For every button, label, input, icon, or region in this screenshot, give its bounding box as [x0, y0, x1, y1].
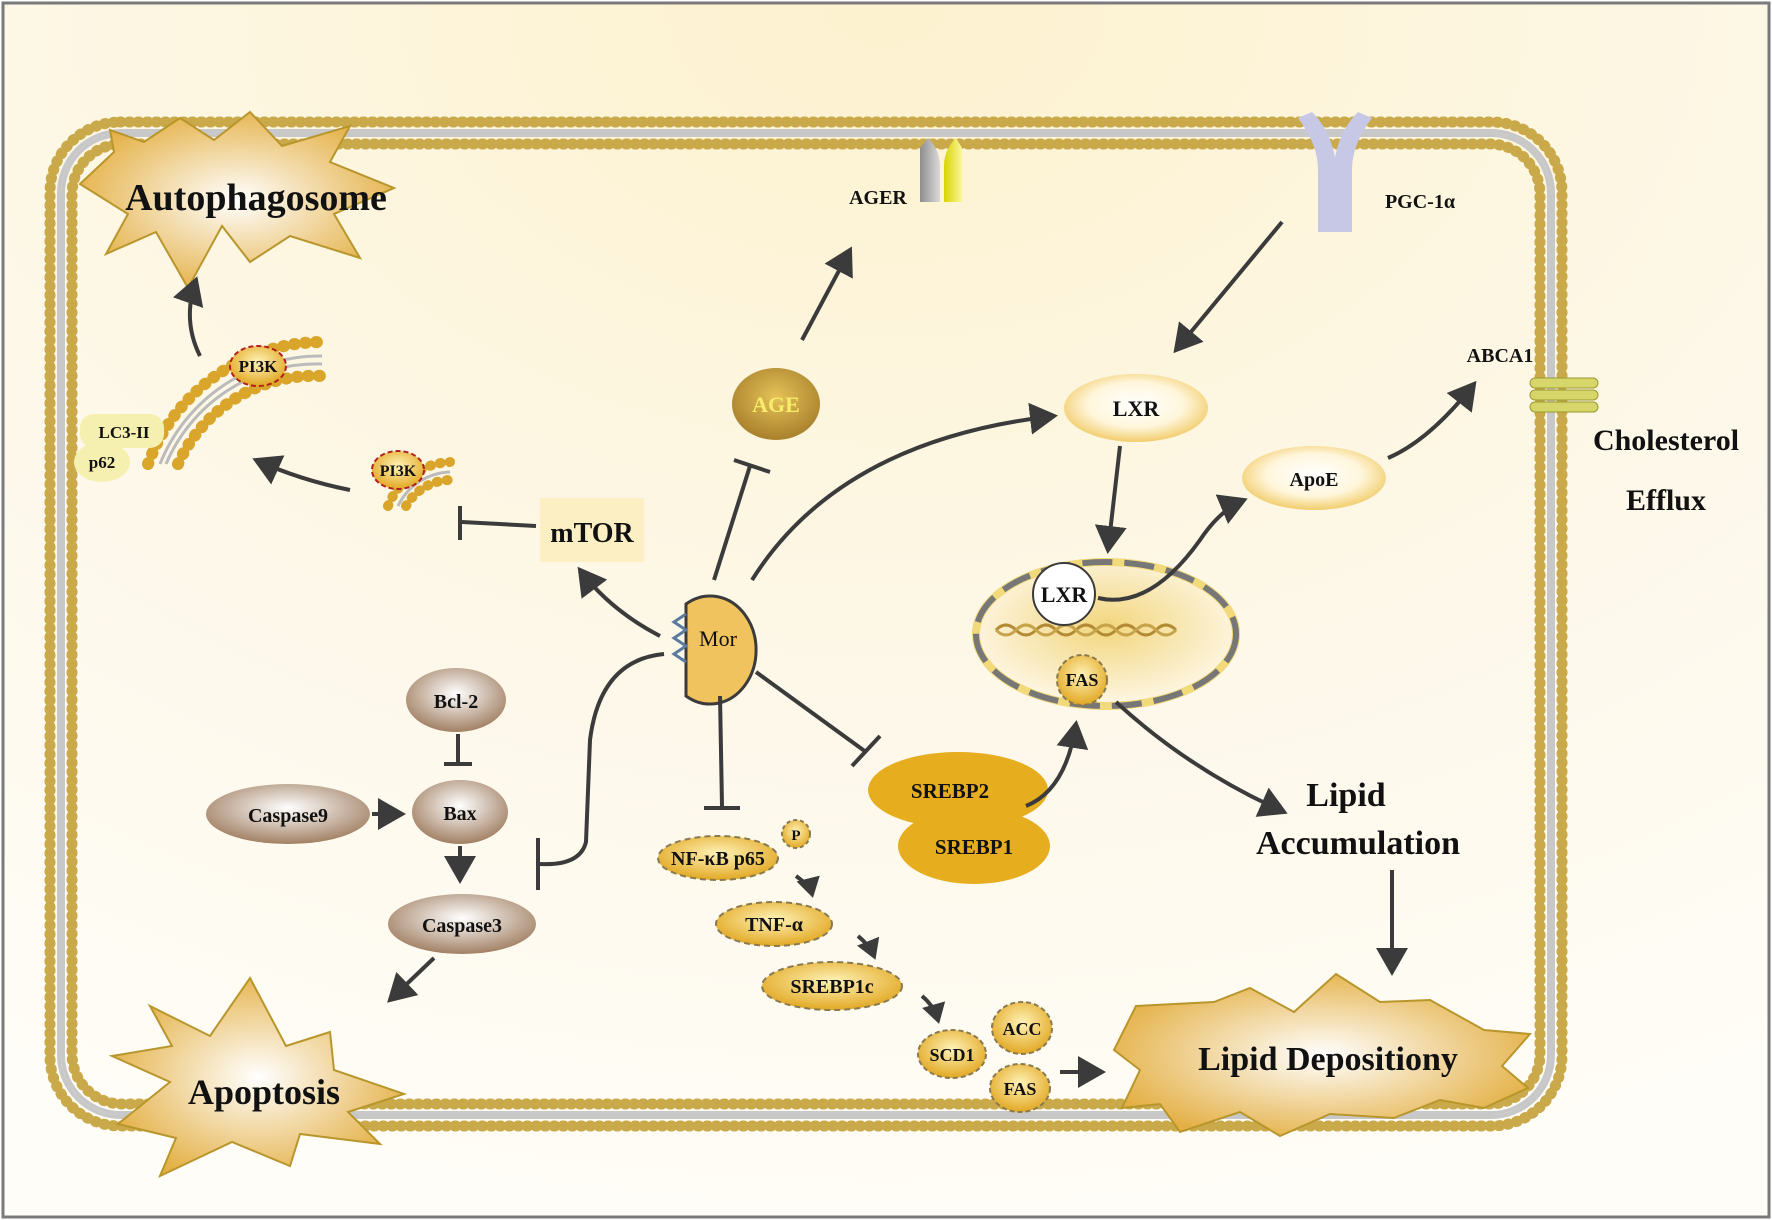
fas-bottom-label: FAS [1004, 1079, 1037, 1099]
arrow-lxr-nucleus [1094, 445, 1127, 554]
bax-label: Bax [443, 803, 476, 825]
scd1-node: SCD1 [917, 1029, 987, 1079]
arrow-apoe-abca1 [1387, 380, 1477, 460]
bcl2-node: Bcl-2 [406, 668, 506, 732]
caspase3-node: Caspase3 [388, 894, 536, 954]
pi3k-2-node: PI3K [371, 450, 425, 490]
p62-label: p62 [89, 453, 115, 472]
mtor-label: mTOR [550, 518, 634, 549]
cell-membrane [44, 116, 1568, 1132]
inhibit-mor-age-bar [733, 458, 771, 474]
lipid-depository-label: Lipid Depositiony [1198, 1041, 1458, 1078]
age-node: AGE [732, 368, 820, 440]
apoptosis-label: Apoptosis [188, 1072, 340, 1112]
arrow-mor-mtor [577, 566, 661, 638]
arrow-membrane [252, 455, 351, 492]
pi3k-1-label: PI3K [239, 357, 279, 376]
arrow-srebp1c-scd1 [920, 994, 946, 1024]
age-label: AGE [752, 392, 800, 417]
scd1-label: SCD1 [929, 1045, 974, 1065]
autophagosome-label: Autophagosome [125, 177, 387, 219]
inhibit-mor-srebp-bar [850, 734, 882, 768]
caspase9-label: Caspase9 [248, 805, 328, 827]
tnfa-label: TNF-α [745, 914, 803, 936]
fas-bottom-node: FAS [989, 1063, 1051, 1113]
arrow-autophagosome [172, 276, 204, 357]
srebp1c-label: SREBP1c [790, 976, 873, 998]
inhibit-mor-nfkb [718, 695, 724, 807]
lc3-node: LC3-II [80, 414, 164, 448]
ager-label: AGER [849, 187, 907, 209]
arrow-caspase3-apoptosis [387, 956, 436, 1003]
srebp2-label: SREBP2 [911, 779, 989, 803]
mor-label: Mor [699, 626, 738, 651]
cholesterol-efflux-label-1: Cholesterol [1593, 424, 1739, 457]
arrow-nfkb-tnfa [794, 874, 820, 898]
apoptosis-shape: Apoptosis [108, 976, 408, 1179]
pi3k-2-label: PI3K [380, 463, 417, 480]
lipid-accumulation-label-1: Lipid [1306, 777, 1385, 814]
connectors [172, 220, 1477, 1088]
caspase3-label: Caspase3 [422, 915, 502, 937]
srebp2-node: SREBP2 [868, 752, 1048, 828]
autophagosome-shape: Autophagosome [78, 110, 397, 291]
lxr-nucleus-node: LXR [1032, 562, 1096, 626]
srebp1c-node: SREBP1c [761, 961, 903, 1011]
inhibit-mor-age [712, 465, 752, 581]
abca1-transporter: ABCA1 [1467, 345, 1599, 413]
acc-label: ACC [1003, 1019, 1042, 1039]
tnfa-node: TNF-α [715, 901, 833, 947]
apoe-node: ApoE [1242, 446, 1386, 510]
nfkb-node: NF-κB p65 [657, 835, 779, 881]
lxr-label: LXR [1113, 396, 1161, 421]
inhibit-mor-srebp [754, 670, 868, 754]
acc-node: ACC [991, 1001, 1053, 1055]
pi3k-1-node: PI3K [229, 345, 287, 387]
lipid-depository-shape: Lipid Depositiony [1112, 972, 1533, 1138]
apoe-label: ApoE [1290, 469, 1339, 491]
pgc1a-label: PGC-1α [1385, 191, 1455, 213]
bcl2-label: Bcl-2 [434, 691, 478, 713]
lipid-accumulation-label-2: Accumulation [1256, 825, 1460, 862]
srebp1-node: SREBP1 [898, 808, 1050, 884]
inhibit-mtor-pi3k [461, 520, 537, 528]
caspase9-node: Caspase9 [206, 784, 370, 844]
fas-nucleus-label: FAS [1066, 670, 1099, 690]
arrow-srebp-fas [1025, 720, 1089, 808]
phospho-node: P [781, 819, 811, 849]
nfkb-label: NF-κB p65 [671, 848, 765, 870]
phospho-label: P [791, 828, 800, 844]
arrow-fas-lipid [1114, 700, 1288, 817]
mtor-node: mTOR [540, 498, 644, 562]
abca1-label: ABCA1 [1467, 345, 1534, 367]
arrow-pgc-lxr [1173, 220, 1284, 354]
arrow-mor-lxr [750, 402, 1058, 582]
pgc1a-receptor: PGC-1α [1298, 112, 1455, 232]
lxr-node: LXR [1064, 374, 1208, 442]
ager-receptor: AGER [849, 138, 962, 209]
p62-node: p62 [74, 442, 130, 482]
lc3-label: LC3-II [98, 423, 149, 442]
srebp1-label: SREBP1 [935, 835, 1013, 859]
arrow-tnfa-srebp1c [856, 934, 880, 960]
arrow-age-ager [800, 246, 853, 341]
mor-node: Mor [671, 594, 758, 706]
inhibit-mor-caspase3 [539, 652, 665, 867]
bax-node: Bax [412, 780, 508, 844]
fas-nucleus-node: FAS [1056, 654, 1108, 706]
arrow-lxr-apoe [1097, 494, 1248, 602]
lxr-nucleus-label: LXR [1041, 582, 1089, 607]
cholesterol-efflux-label-2: Efflux [1626, 484, 1706, 517]
